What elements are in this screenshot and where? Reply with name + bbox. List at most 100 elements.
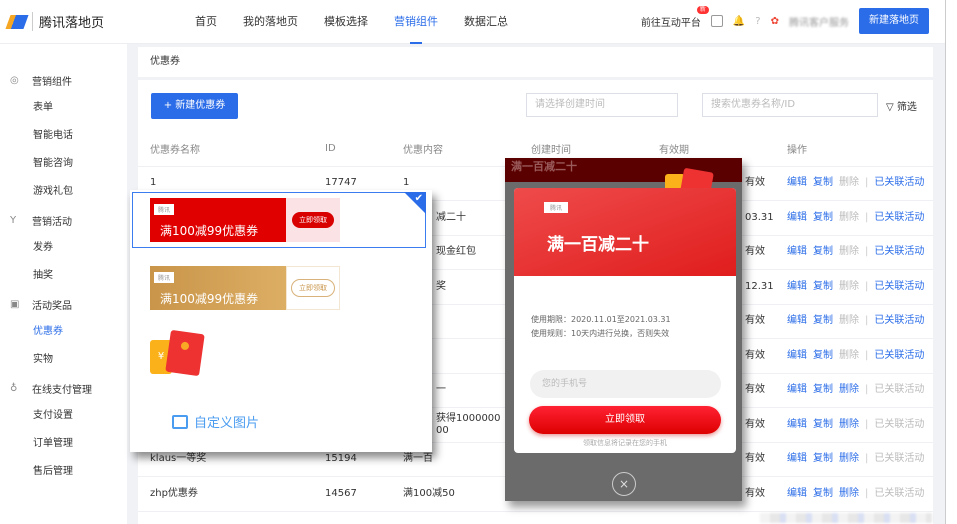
coupon-text: 满100减99优惠券	[160, 292, 259, 306]
edit-link[interactable]: 编辑	[787, 384, 807, 396]
copy-link[interactable]: 复制	[813, 453, 833, 465]
bell-icon[interactable]: 🔔	[732, 15, 746, 27]
copy-link[interactable]: 复制	[813, 177, 833, 189]
linked-activity-link[interactable]: 已关联活动	[874, 177, 925, 189]
sidebar-item-coupon[interactable]: 优惠券	[33, 326, 63, 337]
sidebar-group-prizes[interactable]: ▣活动奖品	[0, 290, 127, 318]
sidebar-item-after-sales[interactable]: 售后管理	[33, 466, 73, 477]
copy-link[interactable]: 复制	[813, 280, 833, 292]
filter-button[interactable]: ▽ 筛选	[886, 98, 917, 113]
copy-link[interactable]: 复制	[813, 246, 833, 258]
phone-input[interactable]: 您的手机号	[530, 370, 721, 398]
date-picker[interactable]: 请选择创建时间	[526, 93, 678, 117]
nav-my-pages[interactable]: 我的落地页	[243, 14, 298, 28]
help-icon[interactable]: ?	[755, 15, 761, 27]
platform-link[interactable]: 前往互动平台	[640, 18, 701, 29]
claim-button-red: 立即领取	[292, 212, 334, 228]
linked-activity-link[interactable]: 已关联活动	[874, 418, 925, 430]
copy-link[interactable]: 复制	[813, 487, 833, 499]
nav-data[interactable]: 数据汇总	[464, 14, 508, 28]
new-page-button[interactable]: 新建落地页	[859, 8, 929, 34]
linked-activity-link[interactable]: 已关联活动	[874, 315, 925, 327]
delete-link[interactable]: 删除	[839, 177, 859, 189]
delete-link[interactable]: 删除	[839, 384, 859, 396]
copy-link[interactable]: 复制	[813, 211, 833, 223]
red-packet-style[interactable]: ¥	[150, 329, 210, 377]
cell-actions: 编辑复制删除|已关联活动	[775, 200, 933, 236]
account-logo-icon: ✿	[770, 15, 779, 27]
copy-link[interactable]: 复制	[813, 418, 833, 430]
group-label: 活动奖品	[32, 300, 72, 312]
add-coupon-button[interactable]: + 新建优惠券	[151, 93, 238, 119]
edit-link[interactable]: 编辑	[787, 487, 807, 499]
copy-link[interactable]: 复制	[813, 315, 833, 327]
sidebar-item-game-gift[interactable]: 游戏礼包	[33, 186, 73, 197]
main-nav: 首页 我的落地页 模板选择 营销组件 数据汇总	[182, 0, 521, 44]
action-divider: |	[865, 315, 869, 327]
delete-link[interactable]: 删除	[839, 246, 859, 258]
copy-link[interactable]: 复制	[813, 384, 833, 396]
copy-link[interactable]: 复制	[813, 349, 833, 361]
sidebar-item-orders[interactable]: 订单管理	[33, 438, 73, 449]
delete-link[interactable]: 删除	[839, 453, 859, 465]
sidebar-item-physical[interactable]: 实物	[33, 354, 53, 365]
sidebar-item-coupon-issue[interactable]: 发券	[33, 242, 53, 253]
action-divider: |	[865, 177, 869, 189]
coupon-style-red[interactable]: 腾讯满100减99优惠券 立即领取	[150, 198, 340, 242]
linked-activity-link[interactable]: 已关联活动	[874, 246, 925, 258]
sidebar-item-payment-settings[interactable]: 支付设置	[33, 410, 73, 421]
logo-mark	[5, 14, 29, 29]
linked-activity-link[interactable]: 已关联活动	[874, 384, 925, 396]
sidebar-group-marketing-components[interactable]: ◎营销组件	[0, 66, 127, 94]
edit-link[interactable]: 编辑	[787, 177, 807, 189]
edit-link[interactable]: 编辑	[787, 349, 807, 361]
delete-link[interactable]: 删除	[839, 349, 859, 361]
edit-link[interactable]: 编辑	[787, 246, 807, 258]
edit-link[interactable]: 编辑	[787, 453, 807, 465]
cell-actions: 编辑复制删除|已关联活动	[775, 373, 933, 408]
payment-icon: ♁	[10, 382, 18, 394]
delete-link[interactable]: 删除	[839, 280, 859, 292]
claim-note: 领取信息将记录在您的手机	[583, 439, 667, 447]
edit-link[interactable]: 编辑	[787, 211, 807, 223]
linked-activity-link[interactable]: 已关联活动	[874, 211, 925, 223]
cell-actions: 编辑复制删除|已关联活动	[775, 476, 933, 512]
sidebar-item-lottery[interactable]: 抽奖	[33, 270, 53, 281]
account-name[interactable]: 腾讯客户服务	[789, 17, 849, 29]
grid-icon[interactable]	[710, 15, 723, 27]
claim-button-gold: 立即领取	[291, 279, 335, 297]
linked-activity-link[interactable]: 已关联活动	[874, 280, 925, 292]
sidebar-item-smart-phone[interactable]: 智能电话	[33, 130, 73, 141]
linked-activity-link[interactable]: 已关联活动	[874, 349, 925, 361]
sidebar-group-payment[interactable]: ♁ 在线支付管理	[0, 374, 127, 402]
edit-link[interactable]: 编辑	[787, 280, 807, 292]
cell-actions: 编辑复制删除|已关联活动	[775, 338, 933, 374]
claim-now-button[interactable]: 立即领取	[529, 406, 721, 434]
breadcrumb: 优惠券	[138, 47, 933, 77]
edit-link[interactable]: 编辑	[787, 315, 807, 327]
delete-link[interactable]: 删除	[839, 418, 859, 430]
cell-actions: 编辑复制删除|已关联活动	[775, 407, 933, 443]
delete-link[interactable]: 删除	[839, 487, 859, 499]
scrollbar[interactable]	[945, 0, 957, 524]
linked-activity-link[interactable]: 已关联活动	[874, 487, 925, 499]
selected-style-frame[interactable]: ✔	[132, 192, 426, 248]
delete-link[interactable]: 删除	[839, 315, 859, 327]
search-input[interactable]: 搜索优惠券名称/ID	[702, 93, 878, 117]
nav-marketing[interactable]: 营销组件	[381, 0, 451, 44]
custom-image-button[interactable]: 自定义图片	[172, 412, 259, 431]
close-icon[interactable]: ×	[612, 472, 636, 496]
sidebar-item-form[interactable]: 表单	[33, 102, 53, 113]
delete-link[interactable]: 删除	[839, 211, 859, 223]
linked-activity-link[interactable]: 已关联活动	[874, 453, 925, 465]
nav-templates[interactable]: 模板选择	[324, 14, 368, 28]
edit-link[interactable]: 编辑	[787, 418, 807, 430]
nav-home[interactable]: 首页	[195, 14, 217, 28]
coupon-style-gold[interactable]: 腾讯满100减99优惠券 立即领取	[150, 266, 340, 310]
sidebar-item-smart-consult[interactable]: 智能咨询	[33, 158, 73, 169]
logo[interactable]: 腾讯落地页	[5, 12, 158, 31]
group-label: 在线支付管理	[32, 384, 92, 396]
col-actions: 操作	[775, 132, 933, 167]
